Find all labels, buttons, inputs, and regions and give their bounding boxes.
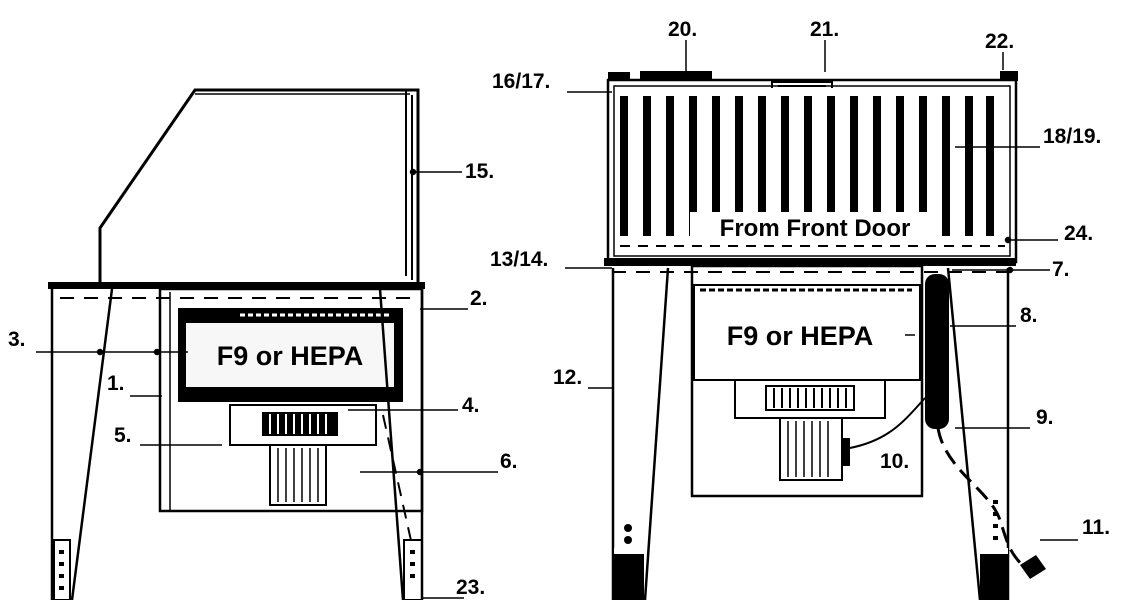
callout-16-17: 16/17. <box>492 70 550 93</box>
callout-11: 11. <box>1082 516 1110 539</box>
callout-5: 5. <box>114 424 132 447</box>
filter-face-left <box>186 323 394 387</box>
left-front-foot <box>53 539 71 600</box>
fan-impeller-right <box>765 385 855 411</box>
left-front-leg <box>50 288 114 600</box>
top-cap-right <box>1000 71 1018 79</box>
callout-7: 7. <box>1052 258 1070 281</box>
callout-8: 8. <box>1020 304 1038 327</box>
callout-6: 6. <box>500 450 518 473</box>
control-box <box>925 274 949 429</box>
front-right-leg <box>946 267 1010 600</box>
front-left-leg <box>611 267 670 600</box>
callout-22: 22. <box>985 30 1014 53</box>
callout-labels: 15. 2. 3. 1. 4. 5. 6. 23. 20. 21. 22. 16… <box>8 18 1110 599</box>
callout-3: 3. <box>8 328 26 351</box>
side-view: F9 or HEPA <box>36 88 498 600</box>
front-door-banner-bg <box>690 212 940 242</box>
motor-terminal <box>842 438 850 466</box>
louver-grille <box>620 96 994 236</box>
power-plug <box>1020 555 1046 579</box>
hood-rear-edge <box>405 90 413 280</box>
callout-9: 9. <box>1036 406 1054 429</box>
filter-cabinet-front <box>690 264 924 498</box>
front-view-leaders <box>565 40 1078 541</box>
hood-outline <box>98 88 420 284</box>
filter-label-right: F9 or HEPA <box>727 321 874 351</box>
callout-10: 10. <box>880 450 909 473</box>
side-view-leaders <box>36 168 498 599</box>
front-right-foot-pad <box>980 548 1008 600</box>
right-rear-foot <box>403 539 423 600</box>
motor-wire <box>849 397 926 449</box>
callout-2: 2. <box>470 287 488 310</box>
front-view: From Front Door F9 or HEPA <box>565 40 1078 600</box>
top-cap-left <box>608 72 630 80</box>
callout-23: 23. <box>456 576 485 599</box>
callout-20: 20. <box>668 18 697 41</box>
callout-21: 21. <box>810 18 839 41</box>
motor-ribs-left <box>277 448 319 502</box>
front-left-foot-band <box>614 548 644 554</box>
impeller-ribs-right <box>773 388 847 408</box>
leg-bolt-2 <box>624 536 632 544</box>
motor-ribs-right <box>787 421 829 477</box>
filter-label-left: F9 or HEPA <box>217 341 364 371</box>
front-right-foot-band <box>980 548 1008 554</box>
callout-4: 4. <box>462 394 480 417</box>
foot-holes-left <box>59 550 64 590</box>
fan-motor-right <box>779 417 843 481</box>
work-top <box>48 282 425 289</box>
fan-motor-left <box>269 444 327 506</box>
leg-bolt-1 <box>624 524 632 532</box>
callout-15: 15. <box>465 160 494 183</box>
callout-1: 1. <box>107 372 125 395</box>
work-top-front <box>604 258 1016 266</box>
front-door-label: From Front Door <box>720 215 911 242</box>
top-cap-center <box>640 71 712 79</box>
foot-holes-right <box>410 550 415 578</box>
callout-12: 12. <box>553 366 582 389</box>
front-left-foot-pad <box>614 548 644 600</box>
door-handle <box>771 81 833 88</box>
callout-13-14: 13/14. <box>490 248 548 271</box>
leg-holes-right <box>993 500 998 540</box>
callout-18-19: 18/19. <box>1043 125 1101 148</box>
impeller-ribs-left <box>269 414 327 434</box>
callout-24: 24. <box>1064 222 1093 245</box>
